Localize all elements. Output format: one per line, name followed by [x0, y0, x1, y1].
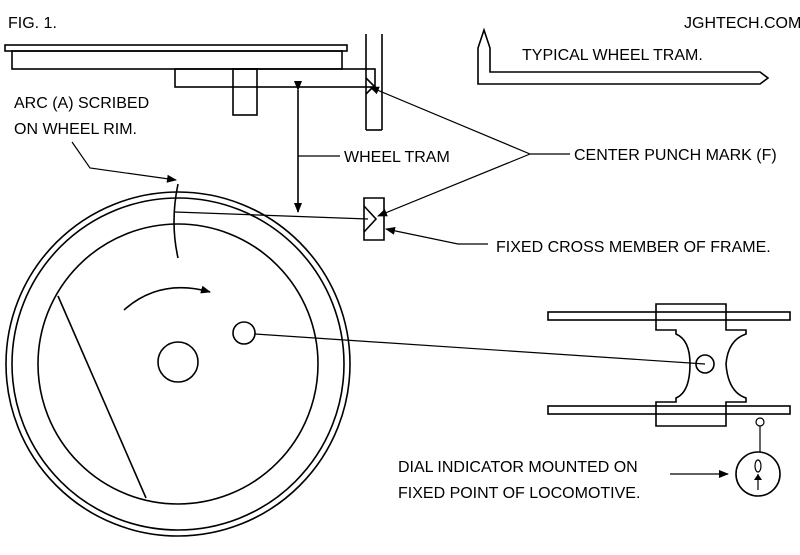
top-frame [4, 44, 376, 116]
wheel-tram-label: WHEEL TRAM [344, 149, 450, 166]
wheel-tram-dimension [174, 81, 369, 220]
scribed-arc [173, 183, 179, 259]
upper-punch-post [365, 34, 383, 131]
axle-hub [157, 341, 199, 383]
arc-label-line1: ARC (A) SCRIBED [14, 95, 149, 112]
center-punch-leaders [369, 86, 570, 217]
typical-tram-icon [477, 27, 770, 85]
cross-member-block [363, 197, 385, 241]
center-punch-label: CENTER PUNCH MARK (F) [574, 147, 777, 164]
arc-label-line2: ON WHEEL RIM. [14, 121, 137, 138]
rotation-arrow [123, 285, 211, 311]
wheel [5, 183, 351, 537]
typical-tram-label: TYPICAL WHEEL TRAM. [522, 47, 703, 64]
dial-indicator [735, 417, 781, 497]
bearing-block [547, 303, 791, 427]
wheel-flat-line [57, 295, 147, 499]
source-label: JGHTECH.COM [684, 15, 800, 32]
dial-label-line1: DIAL INDICATOR MOUNTED ON [398, 459, 638, 476]
figure-label: FIG. 1. [8, 15, 57, 32]
measure-line [254, 333, 706, 365]
dial-label-line2: FIXED POINT OF LOCOMOTIVE. [398, 485, 640, 502]
crank-pin [232, 321, 256, 345]
dial-face [735, 451, 781, 497]
cross-member-label: FIXED CROSS MEMBER OF FRAME. [496, 239, 771, 256]
